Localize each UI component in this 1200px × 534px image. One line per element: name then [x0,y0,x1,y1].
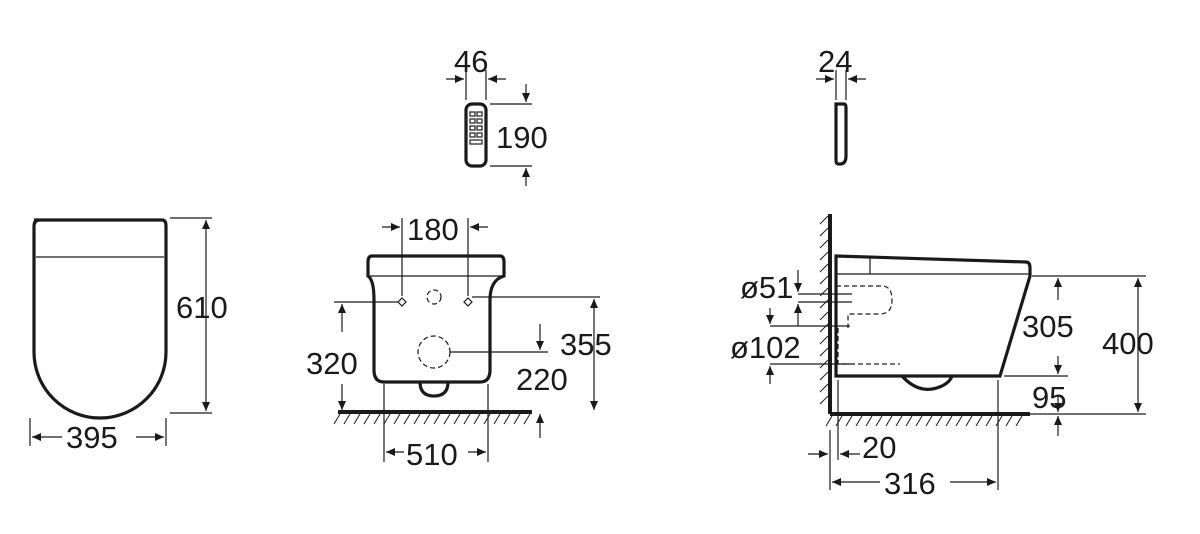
seat-outline [32,218,168,420]
waste-pipe [837,328,900,365]
toilet-side-view: ø51 ø102 305 400 95 20 316 [730,214,1154,501]
dim-label-395: 395 [66,420,118,455]
toilet-front-view: 180 320 355 220 510 [306,212,612,472]
bowl-front-outline [366,254,506,384]
remote-buttons [469,111,483,145]
wall-hatch [819,215,829,405]
supply-pipe [836,285,893,328]
dim-label-20: 20 [862,430,896,465]
dim-label-190: 190 [496,120,548,155]
dim-label-320: 320 [306,346,358,381]
waste-outlet [417,335,451,369]
floor-hatch [333,413,531,425]
remote-side-body [834,102,848,166]
dim-label-24: 24 [818,44,852,79]
outlet-curve [900,374,954,391]
bowl-side-outline [834,254,1032,378]
floor-hatch [825,415,1023,427]
dim-label-400: 400 [1102,326,1154,361]
fixing-point-right [463,297,473,307]
supply-inlet [426,289,442,305]
dim-label-220: 220 [516,362,568,397]
remote-side-view: 24 [816,44,866,166]
dim-label-510: 510 [406,437,458,472]
remote-front-view: 46 190 [446,44,548,186]
dim-label-180: 180 [407,212,459,247]
dim-label-610: 610 [176,290,228,325]
seat-top-view: 610 395 [29,217,228,455]
dim-label-d51: ø51 [740,270,793,305]
dim-label-316: 316 [884,466,936,501]
dim-label-d102: ø102 [730,330,801,365]
remote-body [464,102,488,168]
dim-label-95: 95 [1032,380,1066,415]
dim-label-355: 355 [560,327,612,362]
outlet-curve [418,381,450,398]
dim-label-46: 46 [454,44,488,79]
fixing-point-left [397,297,407,307]
dim-label-305: 305 [1022,309,1074,344]
